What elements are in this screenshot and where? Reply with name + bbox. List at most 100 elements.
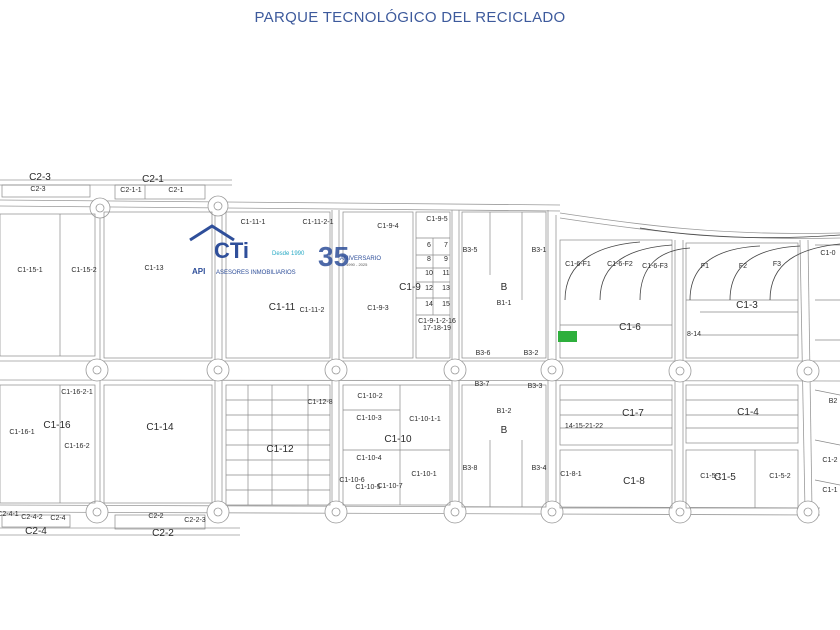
anniversary-label: ANIVERSARIO	[340, 256, 381, 262]
parcel-label: C1-8-1	[560, 471, 582, 478]
parcel-label: C1-11-2	[300, 307, 325, 314]
parcel-label: C1-6-F2	[607, 261, 633, 268]
parcel-label: C1-16-2-1	[61, 389, 93, 396]
parcel-label: C1-2	[822, 457, 837, 464]
parcel-label: B3-6	[476, 350, 491, 357]
roof-icon	[189, 224, 235, 242]
parcel-label: B1-1	[497, 300, 512, 307]
parcel-label: C1-10-2	[357, 393, 382, 400]
parcel-label: C1-15-2	[71, 267, 96, 274]
parcel-label: C1-4	[737, 407, 759, 418]
parcel-label: C1-9-1-2-16	[418, 318, 456, 325]
parcel-label: C1-7	[622, 408, 644, 419]
road-network	[0, 179, 840, 536]
parcel-label: C1-12	[266, 444, 294, 455]
parcel-label: C1-11	[269, 302, 296, 313]
parcel-label: 15	[442, 301, 450, 308]
anniversary-number: 35	[318, 241, 349, 272]
parcel-label: 17-18-19	[423, 325, 451, 332]
parcel-label: C1-10	[384, 434, 412, 445]
parcel-label: 10	[425, 270, 433, 277]
parcel-label: 12	[425, 285, 433, 292]
parcel-label: C1-9-3	[367, 305, 389, 312]
parcel-label: C1-11-1	[241, 219, 266, 226]
parcel-label: C2-4	[25, 526, 47, 537]
parcel-label: C1-0	[820, 250, 835, 257]
parcel-label: B3-7	[475, 381, 490, 388]
parcel-label: C1-9-5	[426, 216, 448, 223]
asesores-text: ASESORES INMOBILIARIOS	[216, 270, 296, 276]
parcel-label: C1-16-1	[9, 429, 34, 436]
parcel-label: B3-3	[528, 383, 543, 390]
parcel-label: 14-15-21-22	[565, 423, 603, 430]
parcel-label: B	[501, 425, 508, 436]
parcel-label: C1-10-6	[339, 477, 364, 484]
parcel-label: 14	[425, 301, 433, 308]
parcel-label: C1-10-1	[411, 471, 436, 478]
parcel-label: C1-10-7	[377, 483, 402, 490]
cti-logo: CTi Desde 1990 API ASESORES INMOBILIARIO…	[189, 224, 381, 276]
parcel-label: 8	[427, 256, 431, 263]
parcel-label: C2-4-1	[0, 511, 19, 518]
roundabouts	[85, 195, 820, 524]
parcel-label: C1-10-5	[355, 484, 380, 491]
since-text: Desde 1990	[272, 251, 305, 257]
parcel-label: C1-5-1	[700, 473, 722, 480]
parcel-label: F1	[701, 263, 709, 270]
parcel-label: C1-16	[43, 420, 71, 431]
anniversary-years: 1990 - 2025	[346, 262, 368, 267]
parcel-blocks	[0, 184, 840, 530]
parcel-label: B3-4	[532, 465, 547, 472]
brand-text: CTi	[214, 238, 249, 263]
parcel-label: C1-5-2	[769, 473, 791, 480]
parcel-label: 6	[427, 242, 431, 249]
parcel-label: C1-1	[822, 487, 837, 494]
highlighted-parcel	[558, 331, 577, 342]
parcel-label: C2-1	[142, 174, 164, 185]
rail-arcs	[564, 227, 840, 301]
parcel-label: B3-8	[463, 465, 478, 472]
parcel-label: C1-10-4	[356, 455, 381, 462]
parcel-label: C1-9	[399, 282, 421, 293]
parcel-label: C2-2	[152, 528, 174, 539]
parcel-label: C1-10-3	[356, 415, 381, 422]
parcel-label: F3	[773, 261, 781, 268]
parcel-label: B3-1	[532, 247, 547, 254]
parcel-label: C2-1	[168, 187, 183, 194]
parcel-label: C1-3	[736, 300, 758, 311]
parcel-label: C2-2-3	[184, 517, 206, 524]
parcel-label: C1-12-8	[307, 399, 332, 406]
parcel-label: C2-4-2	[21, 514, 43, 521]
parcel-label: 11	[442, 270, 449, 277]
parcel-label: C1-6-F3	[642, 263, 668, 270]
parcel-label: C1-6-F1	[565, 261, 591, 268]
parcel-label: C2-3	[30, 186, 45, 193]
parcel-label: 8-14	[687, 331, 701, 338]
parcel-label: F2	[739, 263, 747, 270]
parcel-label: C1-14	[146, 422, 174, 433]
parcel-label: C1-6	[619, 322, 641, 333]
parcel-label: 13	[442, 285, 450, 292]
parcel-label: C1-15-1	[17, 267, 42, 274]
parcel-label: C2-3	[29, 172, 51, 183]
parcel-label: C1-11-2-1	[303, 219, 334, 226]
parcel-label: C2-1-1	[120, 187, 142, 194]
parcel-label: C1-10-1-1	[409, 416, 441, 423]
parcel-label: B3-5	[463, 247, 478, 254]
parcel-label: B2	[829, 398, 838, 405]
parcel-label: C1-5	[714, 472, 736, 483]
parcel-label: C1-16-2	[64, 443, 89, 450]
parcel-label: B1-2	[497, 408, 512, 415]
parcel-label: C2-2	[148, 513, 163, 520]
parcel-label: B3-2	[524, 350, 539, 357]
parcel-label: 9	[444, 256, 448, 263]
parcel-label: C1-9-4	[377, 223, 399, 230]
parcel-label: C1-8	[623, 476, 645, 487]
parcel-label: C1-13	[144, 265, 163, 272]
map-title: PARQUE TECNOLÓGICO DEL RECICLADO	[254, 9, 566, 26]
parcel-label: 7	[444, 242, 448, 249]
parcel-label: B	[501, 282, 508, 293]
